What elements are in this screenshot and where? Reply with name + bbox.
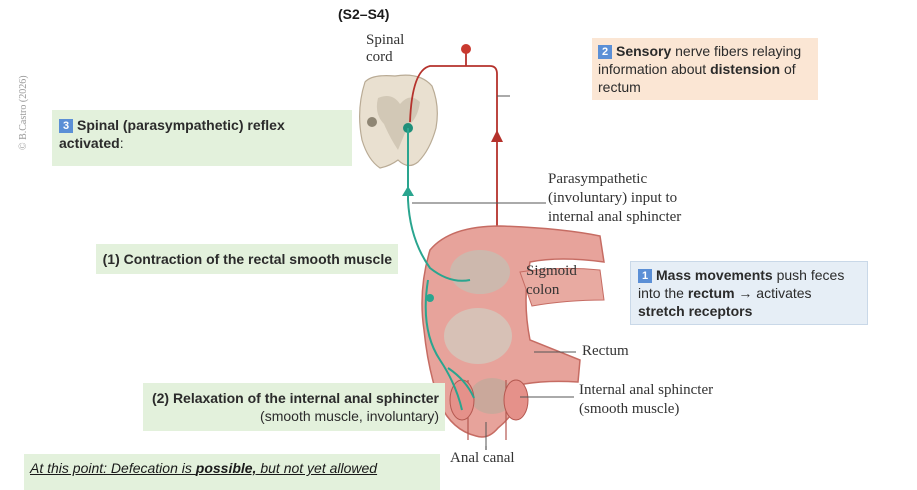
sensory-text: nerve fibers relaying information about <box>598 43 802 77</box>
internal-anal-sphincter-label: Internal anal sphincter (smooth muscle) <box>579 381 713 419</box>
leader-lines <box>412 95 576 446</box>
mass-text: push feces into the <box>638 267 845 301</box>
spinal-cord-label-line: Spinal <box>366 32 405 48</box>
parasympathetic-nerve-path <box>407 128 475 411</box>
spinal-level-label: (S2–S4) <box>338 6 390 22</box>
parasympathetic-label-line: Parasympathetic <box>548 171 648 187</box>
parasympathetic-arrow <box>402 186 414 196</box>
step-badge: 3 <box>59 119 73 133</box>
sigmoid-label-line: Sigmoid <box>526 263 577 279</box>
ias-label-line: Internal anal sphincter <box>579 382 714 398</box>
mass-text-2: → activates <box>734 285 812 301</box>
parasympathetic-label: Parasympathetic (involuntary) input to i… <box>548 170 681 227</box>
relaxation-text: (smooth muscle, involuntary) <box>260 408 439 424</box>
relaxation-bold: (2) Relaxation of the internal anal sphi… <box>151 390 439 406</box>
footer-bold: possible, <box>195 460 257 476</box>
spinal-cord-label: Spinal cord <box>366 32 404 66</box>
sensory-ganglion <box>461 44 471 54</box>
parasympathetic-label-line: internal anal sphincter <box>548 209 682 225</box>
parasympathetic-label-line: (involuntary) input to <box>548 190 678 206</box>
spinal-cord-label-line: cord <box>366 49 393 65</box>
mass-bold-2: rectum <box>687 285 735 301</box>
sensory-bold: Sensory <box>616 43 672 59</box>
colon-rectum-illustration <box>421 225 605 450</box>
sensory-info-box: 2 Sensory nerve fibers relaying informati… <box>592 38 818 100</box>
sensory-bold-2: distension <box>710 61 781 77</box>
sigmoid-label-line: colon <box>526 282 560 298</box>
reflex-bold: Spinal (parasympathetic) reflex activate… <box>59 117 285 151</box>
sensory-arrow <box>491 130 503 142</box>
mass-bold-3: stretch receptors <box>638 303 753 319</box>
ias-label-line: (smooth muscle) <box>579 401 680 417</box>
spinal-cord-illustration <box>359 74 438 169</box>
sensory-text-2: of rectum <box>598 61 796 95</box>
mass-bold: Mass movements <box>656 267 773 283</box>
footer-prefix: At this point: Defecation is <box>30 460 196 476</box>
contraction-bold: (1) Contraction of the rectal smooth mus… <box>102 251 392 267</box>
contraction-info-box: (1) Contraction of the rectal smooth mus… <box>96 244 398 274</box>
footer-note: At this point: Defecation is possible, b… <box>24 454 440 490</box>
sensory-nerve-path <box>409 52 498 240</box>
step-badge: 2 <box>598 45 612 59</box>
mass-movement-info-box: 1 Mass movements push feces into the rect… <box>630 261 868 325</box>
footer-suffix: but not yet allowed <box>256 460 378 476</box>
relaxation-info-box: (2) Relaxation of the internal anal sphi… <box>143 383 445 431</box>
step-badge: 1 <box>638 269 652 283</box>
rectum-label: Rectum <box>582 343 629 359</box>
sigmoid-colon-label: Sigmoid colon <box>526 262 577 300</box>
reflex-text: : <box>119 135 124 151</box>
parasympathetic-ganglion <box>426 294 434 302</box>
anal-canal-label: Anal canal <box>450 450 515 466</box>
